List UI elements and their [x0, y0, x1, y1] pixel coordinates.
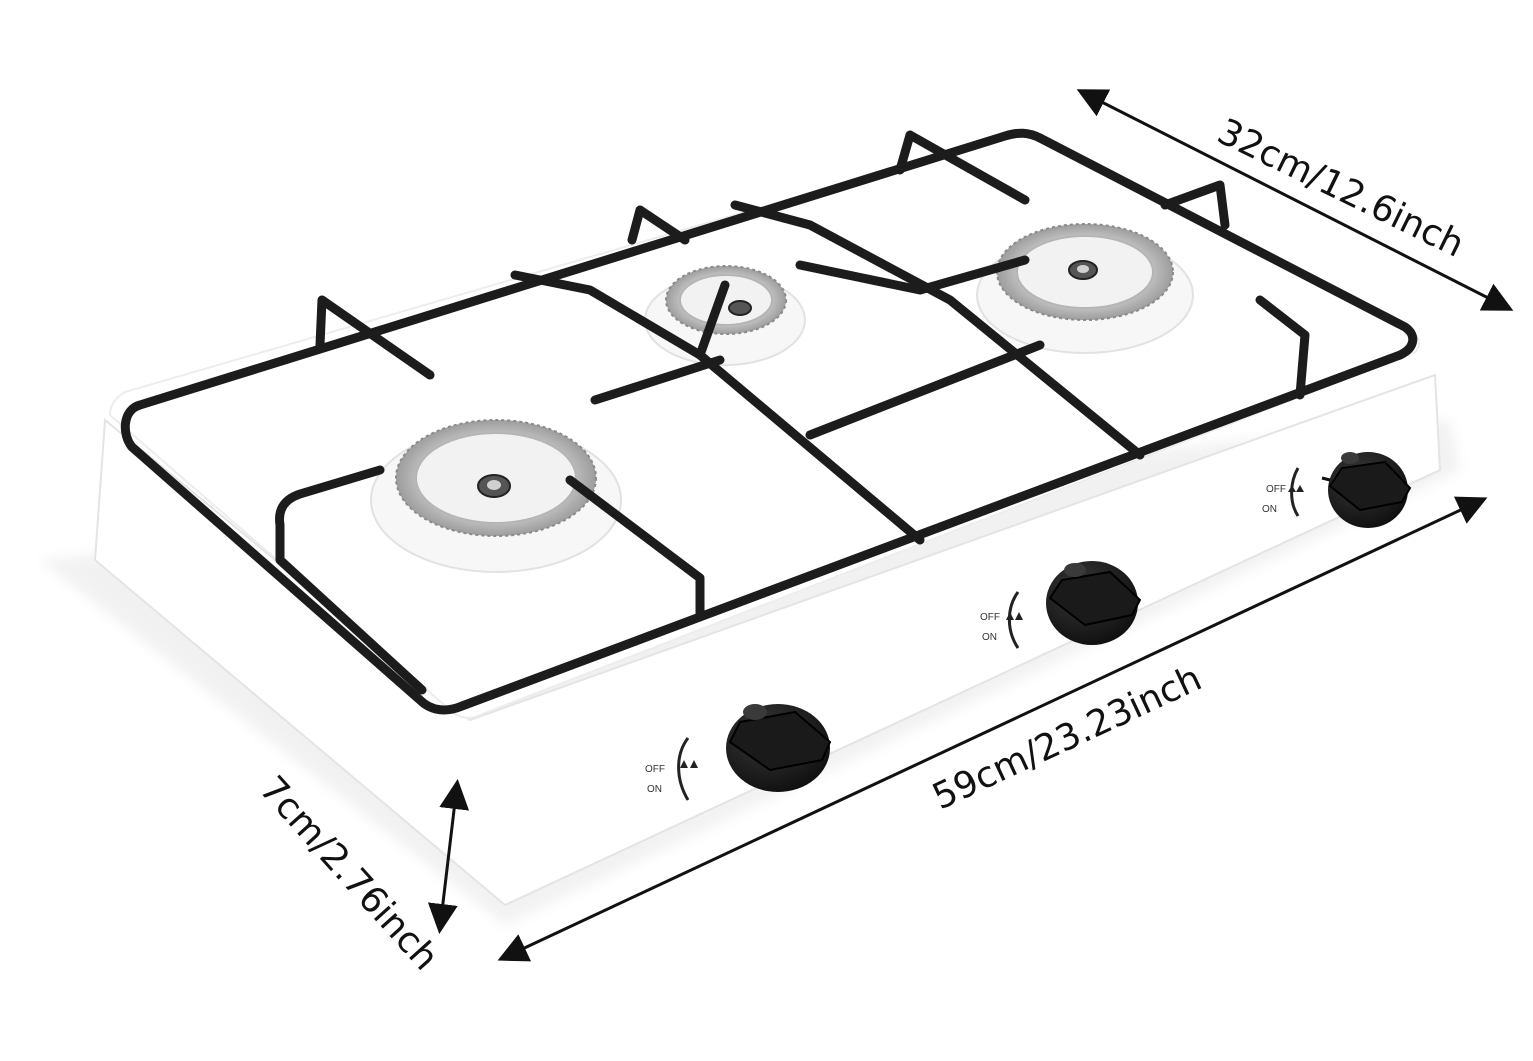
dimension-arrow-icon: [497, 496, 1488, 962]
knob-off-label: OFF: [980, 612, 1000, 623]
dimension-arrow-icon: [427, 779, 470, 934]
knob-off-label: OFF: [1266, 484, 1286, 495]
burner-icon: [728, 300, 752, 316]
dimension-arrow-icon: [1076, 89, 1514, 311]
knob-off-label: OFF: [645, 764, 665, 775]
stove-body: [40, 131, 1460, 925]
knob-on-label: ON: [1262, 504, 1277, 515]
knob-on-label: ON: [982, 632, 997, 643]
knob-on-label: ON: [647, 784, 662, 795]
